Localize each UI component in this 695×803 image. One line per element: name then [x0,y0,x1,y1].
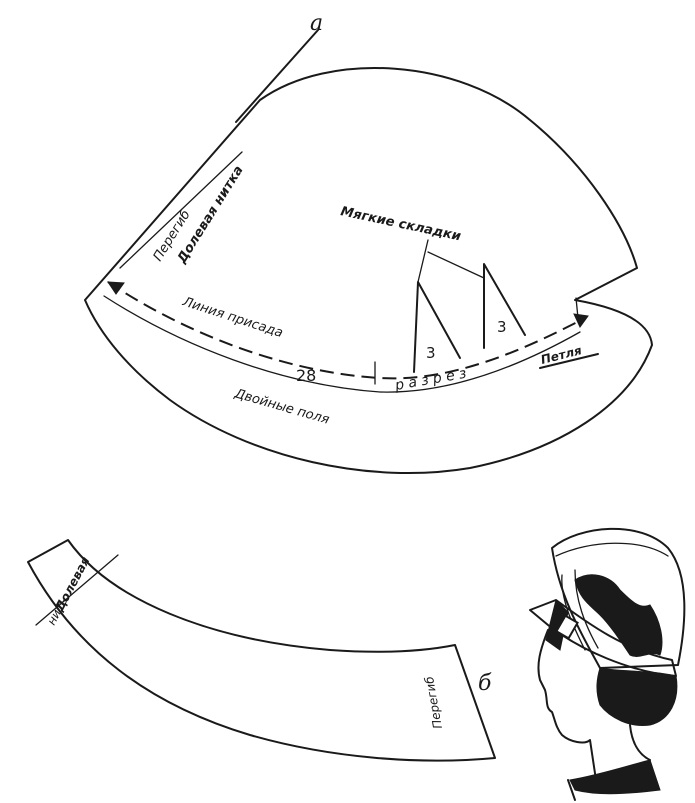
petlya-underline [539,353,599,369]
band-outline [27,539,496,762]
pleat-leader-right [427,251,485,279]
razrez-label: р а з р е з [393,366,468,394]
dvoynye-polya-label: Двойные поля [232,386,331,428]
slit-end-tick [575,297,579,319]
seam-arrow-right [573,313,589,328]
fold-inner-line [119,151,243,269]
pleat-leader-left [417,239,429,283]
woman-with-hat-illustration [529,527,686,801]
brim-outline [84,67,653,474]
dimension-28: 28 [296,366,316,385]
hat-buckle [555,614,579,640]
hat-crown [551,527,686,669]
pleat-width-left: 3 [426,344,436,362]
hat-brim-side [545,599,569,651]
hat-crown-line-2 [574,569,599,649]
pleat-left [413,281,461,373]
hat-band [529,599,677,677]
band-grain-line [35,554,119,626]
pleat-width-right: 3 [497,318,507,336]
myagkie-skladki-label: Мягкие складки [339,204,462,244]
hat-crown-line-1 [561,574,586,651]
fig-a-label: а [310,11,323,36]
liniya-prisada-label: Линия присада [180,294,285,341]
brim-pattern-a: а Перегиб Долевая нитка Мягкие складки Л… [84,11,653,474]
seam-parallel-line [103,295,581,393]
neck-line [629,724,651,761]
pleat-right [483,263,526,349]
hair-back [596,667,678,727]
fig-b-label: б [478,671,492,696]
band-pattern-b: Долевая нить Перегиб б [27,539,496,762]
fold-extension-line [235,29,319,123]
hat-crown-seam [555,542,669,557]
shoulder-line [567,779,576,801]
seam-line-dashed [107,281,586,380]
band-peregib-label: Перегиб [422,675,445,730]
collar [569,759,661,795]
face-profile [537,629,597,781]
hair-curls [574,574,663,657]
seam-arrow-left [107,281,125,295]
band-nit-label: нить [44,595,70,628]
